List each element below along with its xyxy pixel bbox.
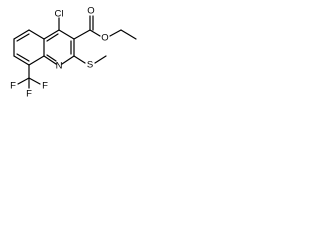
- fluorine-label-left: F: [10, 81, 16, 92]
- bond-c7-c8-inner: [16, 53, 30, 62]
- bond-cf3-f-right: [28, 77, 41, 85]
- bond-n1-c8a-inner: [46, 54, 57, 62]
- bond-c8-c8a: [28, 55, 45, 66]
- ring-nitrogen-label: N: [56, 61, 63, 72]
- bond-c7-c8: [13, 55, 30, 66]
- sulfur-label: S: [87, 60, 93, 71]
- bond-cf3-f-left: [17, 77, 30, 85]
- bond-c2-n1: [61, 55, 75, 65]
- atom-labels: Cl O O N S F F F: [10, 6, 109, 100]
- bond-s-ch3: [94, 55, 107, 64]
- bond-ch2-ch3: [120, 29, 137, 40]
- bond-c4a-c5: [28, 29, 45, 40]
- bond-c2-s: [73, 55, 86, 64]
- bond-c5-c6-inner: [16, 33, 30, 42]
- bond-c4-c3: [58, 29, 75, 40]
- bond-n1-c8a: [43, 55, 57, 65]
- bond-cester-oether: [89, 29, 101, 37]
- bond-c3-cester: [73, 29, 91, 40]
- bond-c4-c4a-inner: [46, 33, 59, 42]
- chemical-structure: Cl O O N S F F F: [10, 6, 137, 100]
- fluorine-label-right: F: [42, 81, 48, 92]
- bond-oether-ch2: [109, 29, 122, 37]
- fluorine-label-bottom: F: [26, 89, 32, 100]
- ester-carbonyl-oxygen-label: O: [87, 6, 94, 17]
- bond-c5-c6: [13, 29, 30, 40]
- ester-ether-oxygen-label: O: [101, 33, 108, 44]
- bonds: [13, 15, 137, 89]
- chlorine-label: Cl: [55, 9, 64, 20]
- bond-c4-c4a: [43, 29, 60, 40]
